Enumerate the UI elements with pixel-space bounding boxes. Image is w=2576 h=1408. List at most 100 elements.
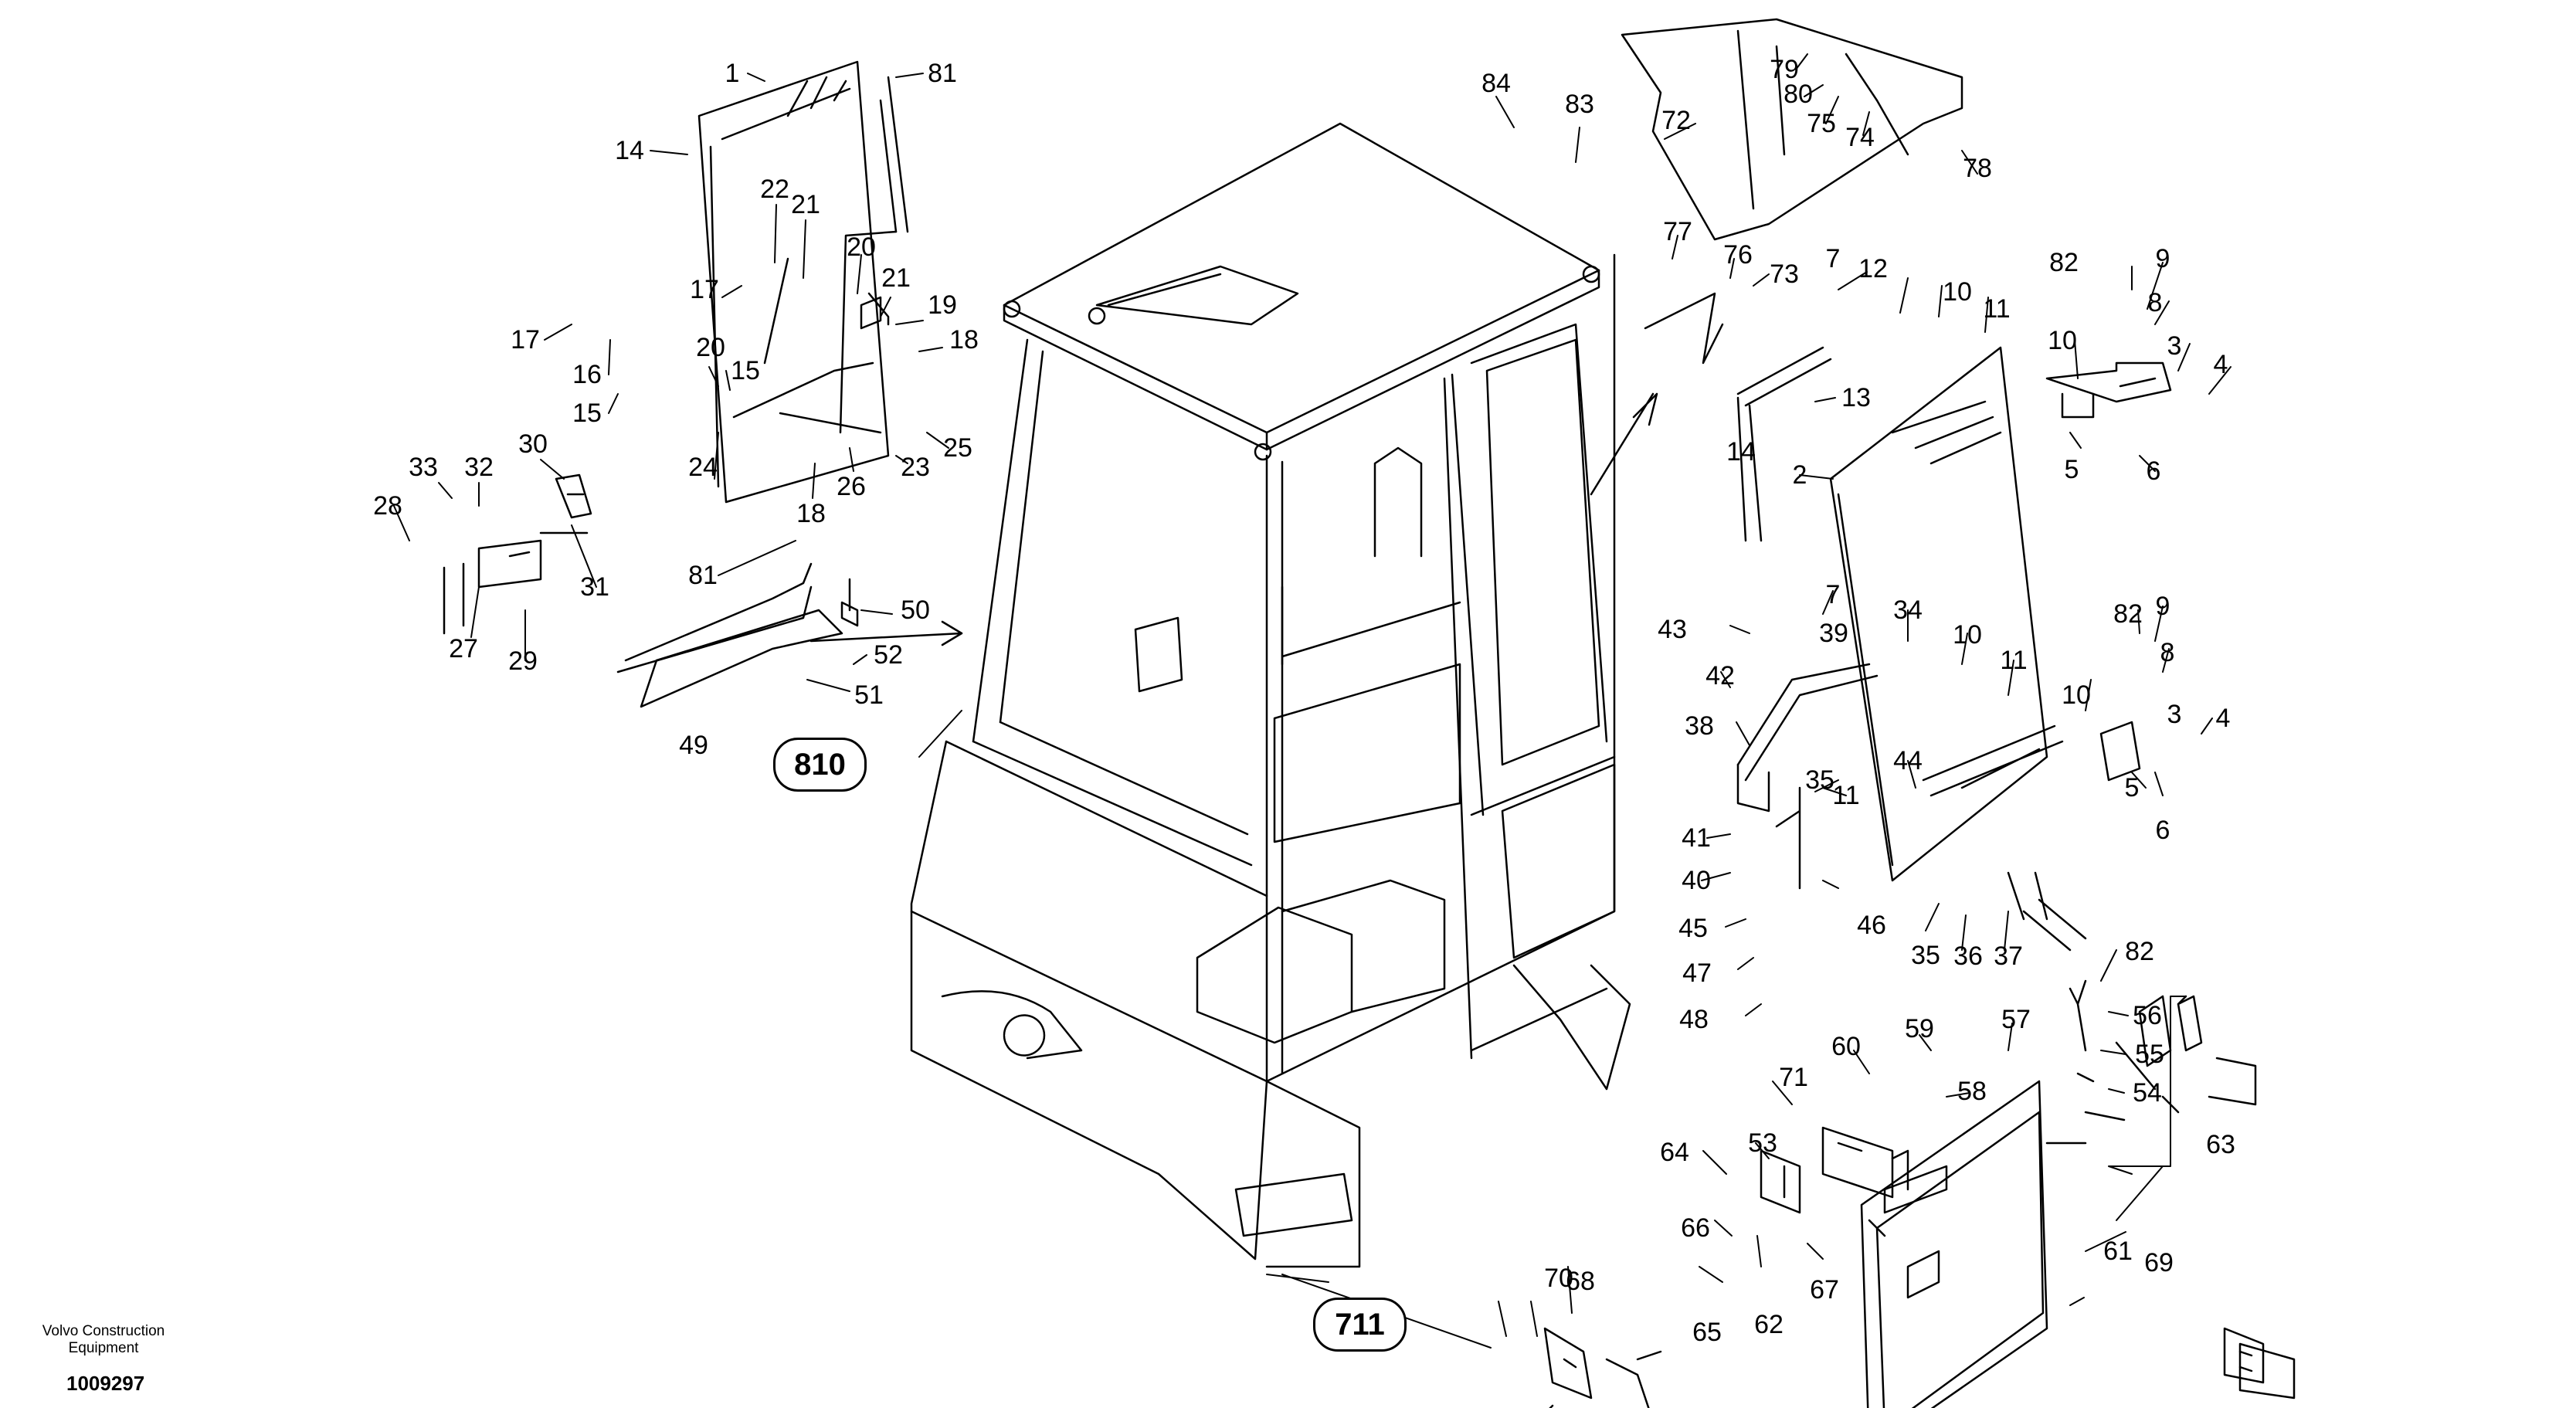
company-name: Volvo Construction Equipment: [37, 1323, 170, 1357]
part-number-label: 27: [449, 634, 478, 663]
part-number-label: 13: [1841, 383, 1871, 412]
callout-711: 711: [1313, 1298, 1407, 1352]
part-number-label: 79: [1770, 55, 1799, 84]
part-number-label: 49: [679, 731, 708, 760]
part-number-label: 10: [1943, 277, 1972, 307]
part-number-label: 18: [796, 499, 826, 528]
part-number-label: 6: [2155, 816, 2170, 845]
part-number-label: 17: [511, 325, 540, 355]
part-number-label: 63: [2206, 1130, 2235, 1159]
part-number-label: 59: [1905, 1014, 1934, 1043]
part-number-label: 38: [1685, 711, 1714, 741]
part-number-label: 48: [1679, 1005, 1709, 1034]
part-number-label: 74: [1845, 123, 1875, 152]
part-number-label: 36: [1953, 941, 1983, 971]
part-number-label: 9: [2155, 592, 2170, 621]
part-number-label: 8: [2160, 638, 2175, 667]
part-number-label: 55: [2135, 1040, 2164, 1069]
part-number-label: 32: [464, 453, 494, 482]
document-number: 1009297: [66, 1372, 145, 1395]
part-number-label: 43: [1658, 615, 1687, 644]
part-number-label: 45: [1678, 914, 1708, 943]
part-number-label: 11: [1832, 781, 1860, 810]
part-number-label: 28: [373, 491, 402, 521]
part-number-label: 76: [1723, 240, 1753, 270]
part-number-label: 10: [1953, 620, 1982, 650]
part-number-label: 11: [1983, 294, 2011, 324]
part-number-label: 62: [1754, 1310, 1784, 1339]
part-number-label: 10: [2062, 680, 2091, 710]
part-number-label: 20: [847, 232, 876, 262]
part-number-label: 35: [1805, 765, 1834, 795]
part-number-label: 70: [1544, 1264, 1573, 1293]
part-number-label: 25: [943, 433, 972, 463]
part-number-label: 10: [2048, 326, 2077, 355]
part-number-label: 77: [1663, 217, 1692, 246]
part-number-label: 82: [2113, 599, 2143, 629]
right-door-glass: [1736, 346, 2048, 882]
part-number-label: 3: [2167, 700, 2182, 729]
part-number-label: 80: [1784, 80, 1813, 109]
part-number-label: 65: [1692, 1318, 1722, 1347]
part-number-label: 47: [1682, 958, 1712, 988]
left-door-glass: [697, 60, 909, 504]
part-number-label: 82: [2049, 248, 2079, 277]
part-number-label: 30: [518, 429, 548, 459]
part-number-label: 51: [854, 680, 884, 710]
part-number-label: 46: [1857, 911, 1886, 940]
part-number-label: 78: [1963, 154, 1992, 183]
part-number-label: 83: [1565, 90, 1594, 119]
part-number-label: 26: [837, 472, 866, 501]
roof-visor: [1590, 18, 1963, 496]
part-number-label: 21: [791, 190, 820, 219]
part-number-label: 11: [2000, 646, 2028, 675]
right-door-hardware-upper: [2045, 361, 2172, 419]
part-number-label: 14: [615, 136, 644, 165]
part-number-label: 21: [881, 263, 911, 293]
part-number-label: 24: [688, 453, 718, 482]
part-number-label: 71: [1779, 1063, 1808, 1092]
part-number-label: 61: [2103, 1237, 2133, 1266]
part-number-label: 6: [2146, 456, 2161, 486]
part-number-label: 1: [725, 59, 740, 88]
part-number-label: 8: [2147, 288, 2163, 317]
left-hinge-assembly: [443, 473, 592, 635]
part-number-label: 9: [2155, 244, 2170, 273]
part-number-label: 12: [1858, 254, 1888, 283]
part-number-label: 54: [2133, 1078, 2162, 1108]
part-number-label: 23: [901, 453, 930, 482]
part-number-label: 4: [2215, 704, 2231, 733]
right-door-hardware-lower: [1736, 663, 2141, 952]
part-number-label: 33: [409, 453, 438, 482]
part-number-label: 7: [1825, 244, 1841, 273]
part-number-label: 64: [1660, 1138, 1689, 1167]
part-number-label: 17: [690, 275, 719, 304]
part-number-label: 37: [1994, 941, 2023, 971]
part-number-label: 50: [901, 595, 930, 625]
part-number-label: 18: [949, 325, 979, 355]
part-number-label: 15: [572, 399, 602, 428]
part-number-label: 57: [2001, 1005, 2031, 1034]
part-number-label: 29: [508, 646, 538, 676]
part-number-label: 56: [2133, 1001, 2162, 1030]
part-number-label: 67: [1810, 1275, 1839, 1305]
company-name-line1: Volvo Construction: [42, 1323, 165, 1339]
part-number-label: 60: [1831, 1032, 1861, 1061]
part-number-label: 14: [1726, 437, 1756, 467]
part-number-label: 35: [1911, 941, 1940, 970]
part-number-label: 81: [688, 561, 718, 590]
part-number-label: 5: [2064, 455, 2079, 484]
company-name-line2: Equipment: [68, 1340, 139, 1356]
part-number-label: 4: [2213, 350, 2228, 379]
part-number-label: 20: [696, 333, 725, 362]
part-number-label: 3: [2167, 331, 2182, 361]
part-number-label: 84: [1481, 69, 1511, 98]
part-number-label: 2: [1792, 460, 1807, 490]
part-number-label: 7: [1825, 580, 1841, 609]
part-number-label: 5: [2124, 773, 2140, 802]
part-number-label: 81: [928, 59, 957, 88]
part-number-label: 31: [580, 572, 609, 602]
left-door-hardware: [616, 257, 963, 708]
